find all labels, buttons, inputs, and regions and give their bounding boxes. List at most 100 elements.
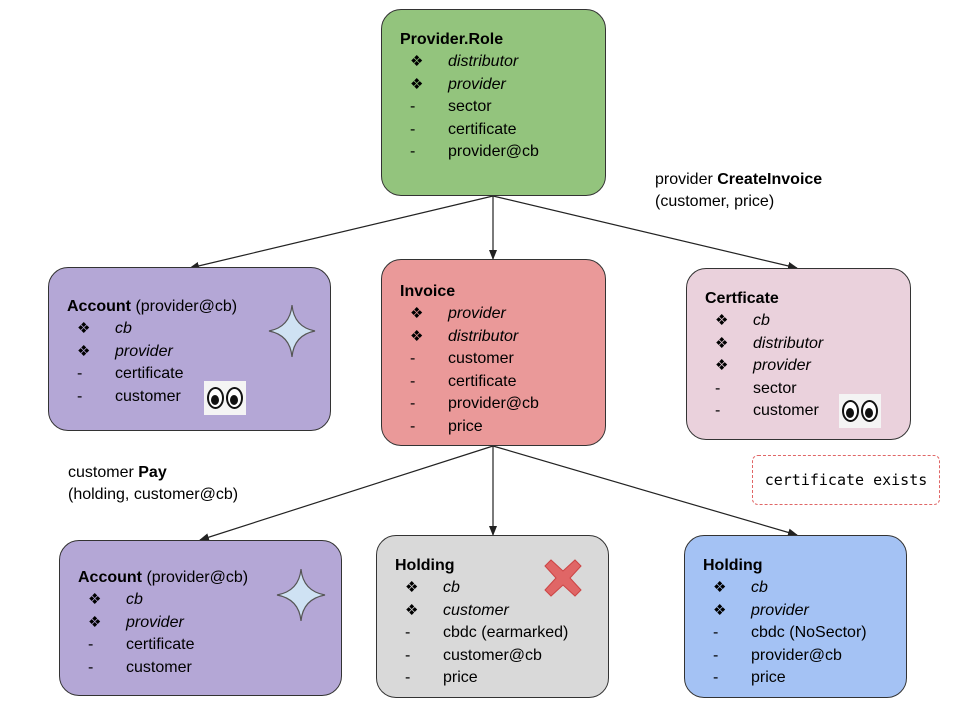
field-label: customer <box>753 402 819 419</box>
dash-marker: - <box>410 143 416 160</box>
field-label: customer <box>126 658 192 676</box>
field-list: ❖ cb ❖ distributor ❖ provider -sector- customer <box>705 310 896 423</box>
field-list: ❖cb❖provider - cbdc (NoSector) - provider@cb… <box>703 577 892 690</box>
field-label: certificate <box>126 636 195 653</box>
eyes-icon <box>204 381 246 415</box>
box-title: Holding <box>395 557 455 574</box>
field-item: - customer <box>400 348 591 371</box>
role-item: ❖ provider <box>705 355 896 378</box>
arrow-role-to-account <box>189 195 494 270</box>
diamond-bullet-icon: ❖ <box>410 327 424 345</box>
field-label: provider@cb <box>448 143 539 160</box>
field-label: price <box>443 669 478 686</box>
field-label: provider@cb <box>751 646 842 664</box>
field-label: distributor <box>448 53 519 70</box>
role-item: ❖ distributor <box>400 326 591 349</box>
field-label: customer@cb <box>443 646 542 664</box>
role-item: ❖provider <box>400 74 591 97</box>
field-label: customer <box>443 601 509 619</box>
box-title: Account (provider@cb) <box>78 569 249 586</box>
field-label: cb <box>753 312 770 329</box>
red-x-icon <box>544 559 582 597</box>
role-item: ❖cb <box>395 577 594 600</box>
role-item: ❖cb <box>703 577 892 600</box>
field-item: -certificate <box>400 119 591 142</box>
dash-marker: - <box>713 669 719 686</box>
eyes-icon <box>839 394 881 428</box>
field-list: ❖provider❖ distributor - customer - certifica… <box>400 303 591 438</box>
field-item: - certificate <box>400 371 591 394</box>
field-label: provider <box>126 613 184 631</box>
dash-marker: - <box>410 395 416 412</box>
role-item: ❖ cb <box>705 310 896 333</box>
diamond-bullet-icon: ❖ <box>715 312 729 329</box>
create-invoice-label: provider CreateInvoice (customer, price) <box>655 171 823 210</box>
diamond-bullet-icon: ❖ <box>715 334 729 352</box>
field-label: provider <box>448 305 506 322</box>
role-item: ❖provider <box>67 341 316 364</box>
field-list: ❖distributor❖provider-sector-certificate… <box>400 51 591 164</box>
field-item: -sector <box>705 378 896 401</box>
field-item: - price <box>400 416 591 439</box>
diamond-bullet-icon: ❖ <box>405 601 419 619</box>
four-point-star-icon <box>268 304 316 358</box>
field-item: - provider@cb <box>400 393 591 416</box>
dash-marker: - <box>410 417 416 435</box>
diamond-bullet-icon: ❖ <box>88 591 102 608</box>
certificate-exists-note: certificate exists <box>752 455 940 505</box>
field-label: distributor <box>448 327 519 345</box>
four-point-star-icon <box>276 568 326 622</box>
dash-marker: - <box>405 669 411 686</box>
diamond-bullet-icon: ❖ <box>77 342 91 360</box>
diamond-bullet-icon: ❖ <box>410 53 424 70</box>
role-item: ❖ distributor <box>400 51 591 74</box>
field-item: - provider@cb <box>400 141 591 164</box>
box-title: Certficate <box>705 290 779 307</box>
field-label: cbdc (earmarked) <box>443 624 569 641</box>
arrow-invoice-to-holding-blue <box>492 445 798 537</box>
field-item: - provider@cb <box>703 645 892 668</box>
diamond-bullet-icon: ❖ <box>715 357 729 374</box>
field-label: cbdc (NoSector) <box>751 624 867 641</box>
dash-marker: - <box>410 372 416 390</box>
field-list: ❖cb❖ customer - cbdc (earmarked) -customer@c… <box>395 577 594 690</box>
field-item: - customer <box>78 657 327 680</box>
account-box-bottom: Account (provider@cb) ❖ cb ❖ provider - certi… <box>59 540 342 696</box>
field-label: customer <box>448 350 514 367</box>
diamond-bullet-icon: ❖ <box>405 579 419 596</box>
field-label: cb <box>126 591 143 608</box>
field-item: -customer@cb <box>395 645 594 668</box>
field-label: distributor <box>753 334 824 352</box>
field-label: customer <box>115 387 181 405</box>
role-item: ❖provider <box>703 600 892 623</box>
box-title: Account (provider@cb) <box>67 298 238 315</box>
diamond-bullet-icon: ❖ <box>77 320 91 337</box>
diamond-bullet-icon: ❖ <box>713 601 727 619</box>
diamond-bullet-icon: ❖ <box>88 613 102 631</box>
diamond-bullet-icon: ❖ <box>713 579 727 596</box>
role-item: ❖provider <box>400 303 591 326</box>
arrow-role-to-certificate <box>492 195 798 270</box>
role-item: ❖ cb <box>78 589 327 612</box>
role-item: ❖ distributor <box>705 333 896 356</box>
dash-marker: - <box>88 636 94 653</box>
role-item: ❖ customer <box>395 600 594 623</box>
field-item: - price <box>703 667 892 690</box>
field-list: ❖ cb ❖ provider - certificate - customer <box>78 589 327 679</box>
box-title: Invoice <box>400 283 456 300</box>
field-list: ❖cb❖provider-certificate-customer <box>67 318 316 408</box>
dash-marker: - <box>713 646 719 664</box>
role-item: ❖ provider <box>78 612 327 635</box>
dash-marker: - <box>88 658 94 676</box>
dash-marker: - <box>410 98 416 115</box>
field-label: certificate <box>448 372 517 390</box>
dash-marker: - <box>715 379 721 397</box>
field-label: price <box>448 417 483 435</box>
dash-marker: - <box>77 365 83 382</box>
field-label: provider@cb <box>448 395 539 412</box>
role-item: ❖cb <box>67 318 316 341</box>
dash-marker: - <box>410 350 416 367</box>
field-label: price <box>751 669 786 686</box>
invoice-box: Invoice ❖provider❖ distributor - customer - c… <box>381 259 606 446</box>
field-label: provider <box>753 357 811 374</box>
